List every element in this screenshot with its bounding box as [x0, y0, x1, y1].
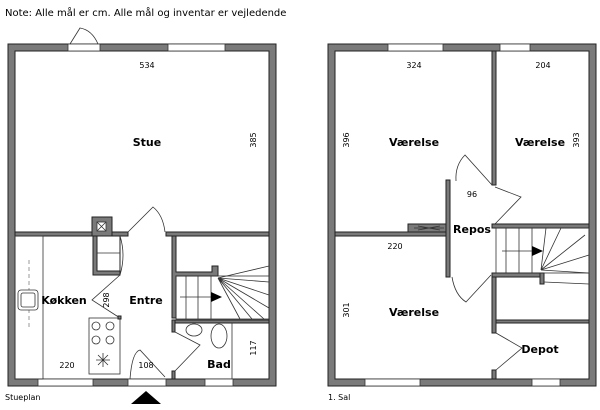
door-swing	[69, 27, 99, 45]
kitchen-counter	[14, 235, 44, 380]
dim-vaerelse-2-depth: 393	[572, 132, 581, 147]
door-swing	[451, 274, 492, 303]
garden-door	[67, 43, 101, 52]
dim-entre-width: 108	[138, 361, 153, 370]
room-label-bad: Bad	[207, 358, 231, 371]
door-swing	[127, 206, 166, 233]
door-swing	[495, 332, 523, 371]
room-label-vaerelse-2: Værelse	[515, 136, 565, 149]
door-swing	[455, 154, 493, 186]
window	[167, 43, 226, 52]
floor-caption-stueplan: Stueplan	[5, 393, 40, 402]
door-swing	[129, 349, 166, 380]
room-label-repos: Repos	[453, 223, 491, 236]
dim-vaerelse-1-depth: 396	[342, 132, 351, 147]
room-label-vaerelse-1: Værelse	[389, 136, 439, 149]
staircase	[175, 265, 270, 320]
dim-vaerelse-3-width: 220	[387, 242, 402, 251]
room-label-kokken: Køkken	[41, 294, 87, 307]
first-floor-plan: 324 204 396 Værelse Værelse 393 96 Repos…	[327, 43, 597, 402]
toilet-icon	[210, 323, 228, 349]
front-door	[127, 378, 167, 387]
dim-kokken-width: 220	[59, 361, 74, 370]
stair-arrow-icon	[532, 246, 543, 256]
room-label-stue: Stue	[133, 136, 161, 149]
wall	[171, 319, 270, 324]
stair-wall	[171, 235, 219, 319]
window	[204, 378, 234, 387]
stair-arrow-icon	[211, 292, 222, 302]
window	[499, 43, 531, 52]
ground-floor-plan: 534 Stue 385 Køkken 298 Entre 220 108 Ba…	[5, 27, 277, 404]
sink-icon	[17, 289, 39, 311]
wall	[491, 50, 497, 186]
stove	[88, 317, 121, 375]
outer-wall	[327, 43, 597, 387]
window	[37, 378, 94, 387]
dim-kokken-depth: 298	[102, 292, 111, 307]
dim-bad-depth: 117	[249, 340, 258, 355]
dim-vaerelse-2-width: 204	[535, 61, 550, 70]
dim-stue-depth: 385	[249, 132, 258, 147]
dim-vaerelse-3-depth: 301	[342, 302, 351, 317]
dim-vaerelse-1-width: 324	[406, 61, 421, 70]
window	[387, 43, 444, 52]
door-swing	[494, 186, 522, 225]
window	[531, 378, 561, 387]
room-label-vaerelse-3: Værelse	[389, 306, 439, 319]
note-text: Note: Alle mål er cm. Alle mål og invent…	[5, 6, 286, 19]
wall	[491, 223, 590, 229]
window	[364, 378, 421, 387]
outer-wall	[7, 43, 277, 387]
basin-icon	[185, 323, 203, 337]
wall	[445, 179, 451, 278]
wall	[165, 231, 270, 237]
door-swing	[174, 331, 201, 372]
wall	[334, 231, 448, 237]
staircase	[495, 227, 590, 285]
dim-stue-width: 534	[139, 61, 154, 70]
room-label-entre: Entre	[129, 294, 163, 307]
dim-repos-width: 96	[467, 190, 477, 199]
door-swing	[91, 274, 121, 319]
entrance-arrow-icon	[131, 391, 161, 404]
floor-caption-1-sal: 1. Sal	[328, 393, 350, 402]
burner-icon	[91, 321, 115, 367]
wall	[14, 231, 129, 237]
room-label-depot: Depot	[521, 343, 558, 356]
cupboard	[92, 235, 121, 276]
